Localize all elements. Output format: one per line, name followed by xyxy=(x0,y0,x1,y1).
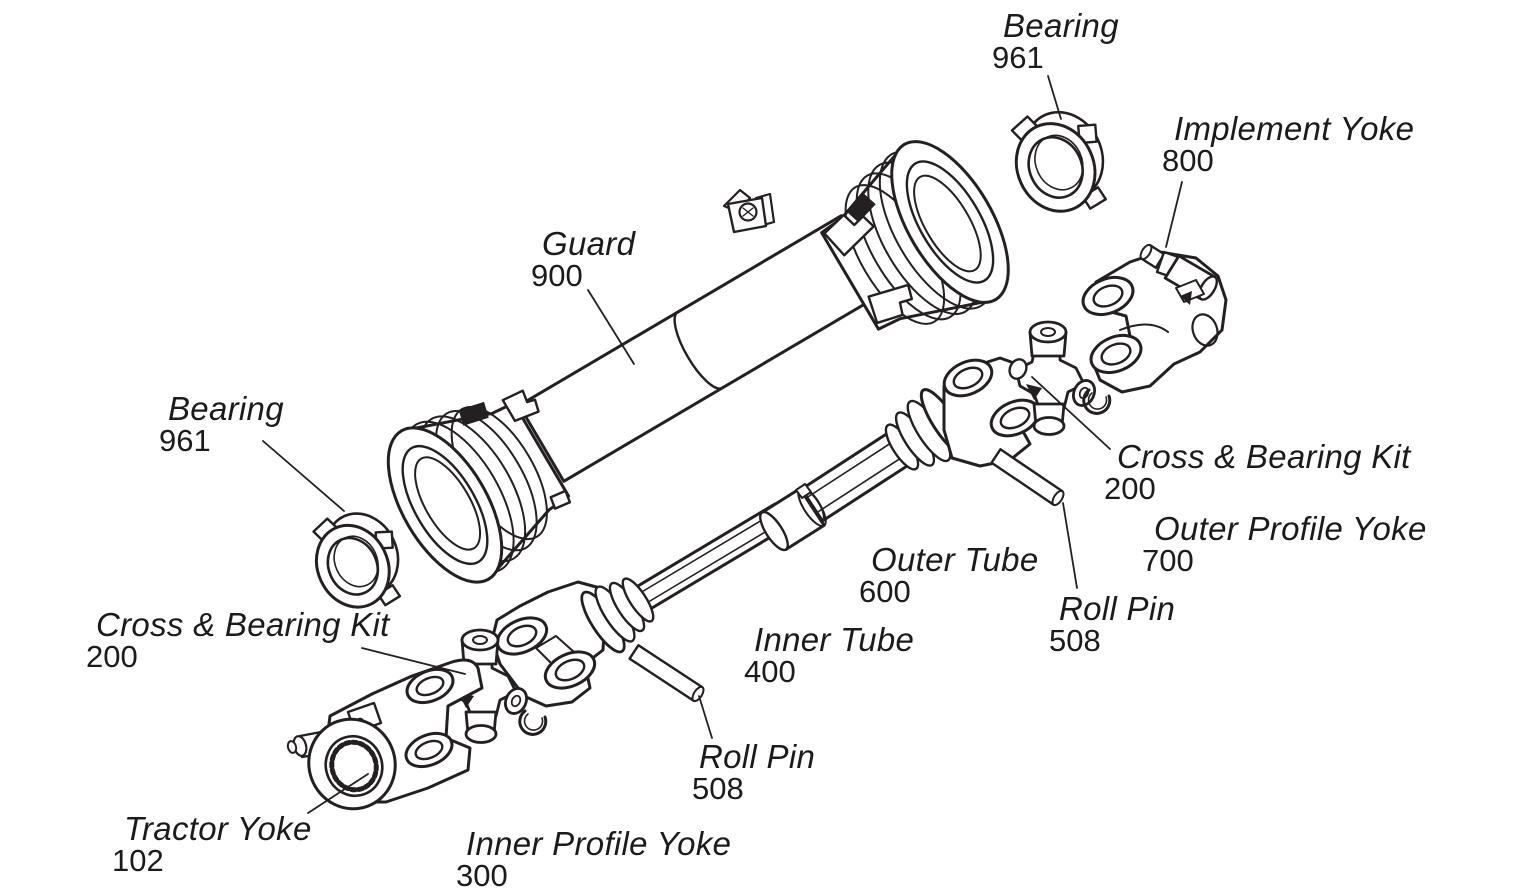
part-name: Roll Pin xyxy=(1059,590,1176,627)
label-inner-tube: Inner Tube 400 xyxy=(744,621,915,689)
bearing-left-illustration xyxy=(312,512,402,609)
label-bearing-left: Bearing 961 xyxy=(159,390,284,458)
label-implement-yoke: Implement Yoke 800 xyxy=(1162,110,1415,178)
guard-right-bell-illustration xyxy=(820,140,1010,331)
label-cross-bearing-kit-left: Cross & Bearing Kit 200 xyxy=(86,606,390,674)
part-name: Roll Pin xyxy=(699,738,816,775)
leader-bearing-top xyxy=(1047,75,1062,120)
part-number: 961 xyxy=(992,40,1044,75)
part-name: Inner Tube xyxy=(754,621,915,658)
label-roll-pin-right: Roll Pin 508 xyxy=(1049,590,1176,658)
guard-left-bell-illustration xyxy=(386,389,572,584)
leader-guard xyxy=(587,289,635,365)
part-name: Implement Yoke xyxy=(1174,110,1415,147)
part-number: 200 xyxy=(1104,471,1156,506)
part-number: 900 xyxy=(531,258,583,293)
part-name: Outer Profile Yoke xyxy=(1154,510,1427,547)
part-name: Outer Tube xyxy=(871,541,1039,578)
tractor-yoke-illustration xyxy=(286,658,484,811)
leader-tractor-yoke xyxy=(307,773,369,814)
leader-lines xyxy=(262,75,1183,814)
bearing-top-illustration xyxy=(1010,110,1107,213)
label-bearing-top: Bearing 961 xyxy=(992,7,1119,75)
part-name: Bearing xyxy=(1003,7,1119,44)
part-number: 200 xyxy=(86,639,138,674)
roll-pin-right-illustration xyxy=(990,448,1065,507)
part-name: Inner Profile Yoke xyxy=(466,825,732,862)
leader-cross-bearing-kit-left xyxy=(361,647,466,675)
tube-sleeve-illustration xyxy=(759,483,827,552)
part-number: 400 xyxy=(744,654,796,689)
guard-clip-illustration xyxy=(722,188,776,234)
part-number: 961 xyxy=(159,423,211,458)
label-guard: Guard 900 xyxy=(531,225,636,293)
leader-cross-bearing-kit-right xyxy=(1031,376,1111,450)
part-name: Bearing xyxy=(168,390,284,427)
label-tractor-yoke: Tractor Yoke 102 xyxy=(112,810,312,878)
part-number: 508 xyxy=(692,771,744,806)
roll-pin-bottom-illustration xyxy=(628,644,705,703)
label-roll-pin-bottom: Roll Pin 508 xyxy=(692,738,816,806)
label-outer-profile-yoke: Outer Profile Yoke 700 xyxy=(1142,510,1427,578)
part-number: 300 xyxy=(456,858,508,893)
part-number: 600 xyxy=(859,574,911,609)
part-number: 700 xyxy=(1142,543,1194,578)
leader-roll-pin-bottom xyxy=(698,695,713,739)
label-outer-tube: Outer Tube 600 xyxy=(859,541,1039,609)
part-name: Tractor Yoke xyxy=(124,810,312,847)
part-number: 508 xyxy=(1049,623,1101,658)
part-name: Guard xyxy=(542,225,636,262)
leader-roll-pin-right xyxy=(1062,502,1078,589)
part-number: 800 xyxy=(1162,143,1214,178)
label-cross-bearing-kit-right: Cross & Bearing Kit 200 xyxy=(1104,438,1411,506)
leader-implement-yoke xyxy=(1165,181,1183,248)
leader-bearing-left xyxy=(262,440,345,512)
label-inner-profile-yoke: Inner Profile Yoke 300 xyxy=(456,825,732,893)
inner-profile-yoke-illustration xyxy=(490,577,655,708)
implement-yoke-illustration xyxy=(1081,243,1228,394)
part-number: 102 xyxy=(112,843,164,878)
cross-bearing-kit-right-illustration xyxy=(1008,320,1112,436)
part-name: Cross & Bearing Kit xyxy=(96,606,390,643)
part-name: Cross & Bearing Kit xyxy=(1117,438,1411,475)
